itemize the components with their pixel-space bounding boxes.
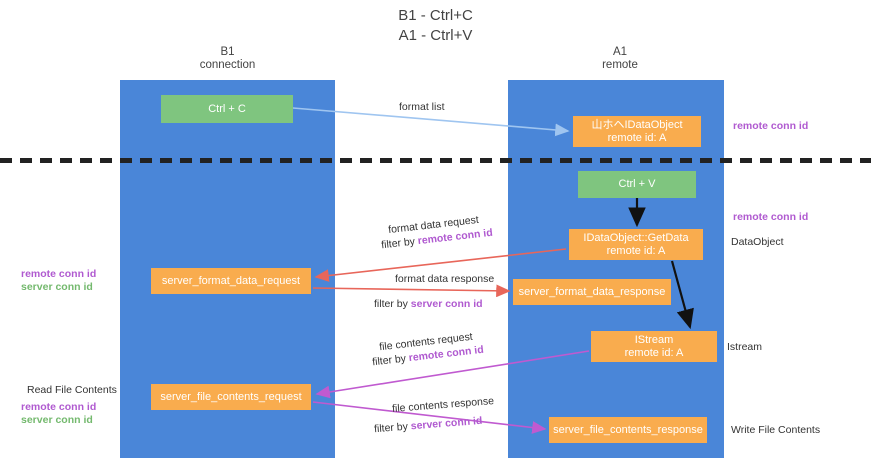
node-server-format-data-request[interactable]: server_format_data_request	[151, 268, 311, 294]
filter-prefix: filter by	[374, 298, 411, 310]
column-header-a1-name: A1	[612, 46, 628, 58]
node-idataobject-line1: 山ホヘIDataObject	[591, 118, 683, 131]
node-istream-line1: IStream	[634, 333, 674, 346]
node-ctrl-c-label: Ctrl + C	[208, 102, 246, 115]
node-istream-line2: remote id: A	[624, 346, 684, 359]
title-line-2: A1 - Ctrl+V	[398, 27, 473, 44]
edge-filter-file-contents-response: filter by server conn id	[374, 415, 483, 436]
column-header-a1: A1 remote	[545, 46, 695, 72]
annotation-left-conn-ids-top: remote conn id server conn id	[21, 268, 96, 294]
edge-label-file-contents-response: file contents response	[391, 395, 495, 415]
node-server-format-data-request-label: server_format_data_request	[161, 274, 301, 287]
page-title: B1 - Ctrl+C A1 - Ctrl+V	[0, 6, 871, 46]
node-ctrl-c[interactable]: Ctrl + C	[161, 95, 293, 123]
node-ctrl-v-label: Ctrl + V	[618, 178, 656, 190]
title-line-1: B1 - Ctrl+C	[398, 7, 473, 24]
node-server-file-contents-response[interactable]: server_file_contents_response	[549, 417, 707, 443]
node-server-format-data-response-label: server_format_data_response	[518, 285, 666, 298]
node-server-file-contents-request-label: server_file_contents_request	[160, 390, 302, 403]
filter-prefix: filter by	[371, 352, 410, 369]
annotation-istream: Istream	[727, 341, 763, 353]
node-idataobject[interactable]: 山ホヘIDataObject remote id: A	[573, 116, 701, 147]
node-ctrl-v[interactable]: Ctrl + V	[578, 171, 696, 198]
column-header-a1-role: remote	[602, 59, 638, 71]
node-server-file-contents-response-label: server_file_contents_response	[553, 423, 703, 436]
filter-prefix: filter by	[380, 235, 419, 252]
annotation-left-server-conn-id-2: server conn id	[21, 414, 93, 426]
edge-label-format-list: format list	[399, 101, 445, 113]
annotation-left-remote-conn-id-2: remote conn id	[21, 401, 97, 413]
annotation-remote-conn-id-top: remote conn id	[733, 120, 809, 132]
phase-divider	[0, 158, 871, 163]
node-istream[interactable]: IStream remote id: A	[591, 331, 717, 362]
edge-label-format-data-response: format data response	[395, 273, 495, 285]
node-getdata-line2: remote id: A	[606, 244, 666, 257]
annotation-left-conn-ids-bottom: remote conn id server conn id	[21, 401, 96, 427]
annotation-dataobject: DataObject	[731, 236, 784, 248]
edge-filter-format-data-response: filter by server conn id	[374, 298, 483, 311]
column-header-b1-name: B1	[220, 46, 235, 58]
node-server-file-contents-request[interactable]: server_file_contents_request	[151, 384, 311, 410]
node-server-format-data-response[interactable]: server_format_data_response	[513, 279, 671, 305]
annotation-remote-conn-id-mid: remote conn id	[733, 211, 809, 223]
annotation-left-server-conn-id: server conn id	[21, 281, 93, 293]
annotation-write-file-contents: Write File Contents	[731, 424, 821, 436]
node-getdata-line1: IDataObject::GetData	[583, 231, 689, 244]
filter-prefix: filter by	[373, 420, 412, 436]
annotation-left-remote-conn-id: remote conn id	[21, 268, 97, 280]
annotation-read-file-contents: Read File Contents	[27, 384, 117, 396]
column-header-b1: B1 connection	[150, 46, 305, 72]
node-idataobject-getdata[interactable]: IDataObject::GetData remote id: A	[569, 229, 703, 260]
filter-key-server-conn-id: server conn id	[410, 414, 483, 433]
filter-key-server-conn-id: server conn id	[410, 298, 483, 310]
column-header-b1-role: connection	[199, 59, 256, 71]
node-idataobject-line2: remote id: A	[607, 131, 667, 144]
